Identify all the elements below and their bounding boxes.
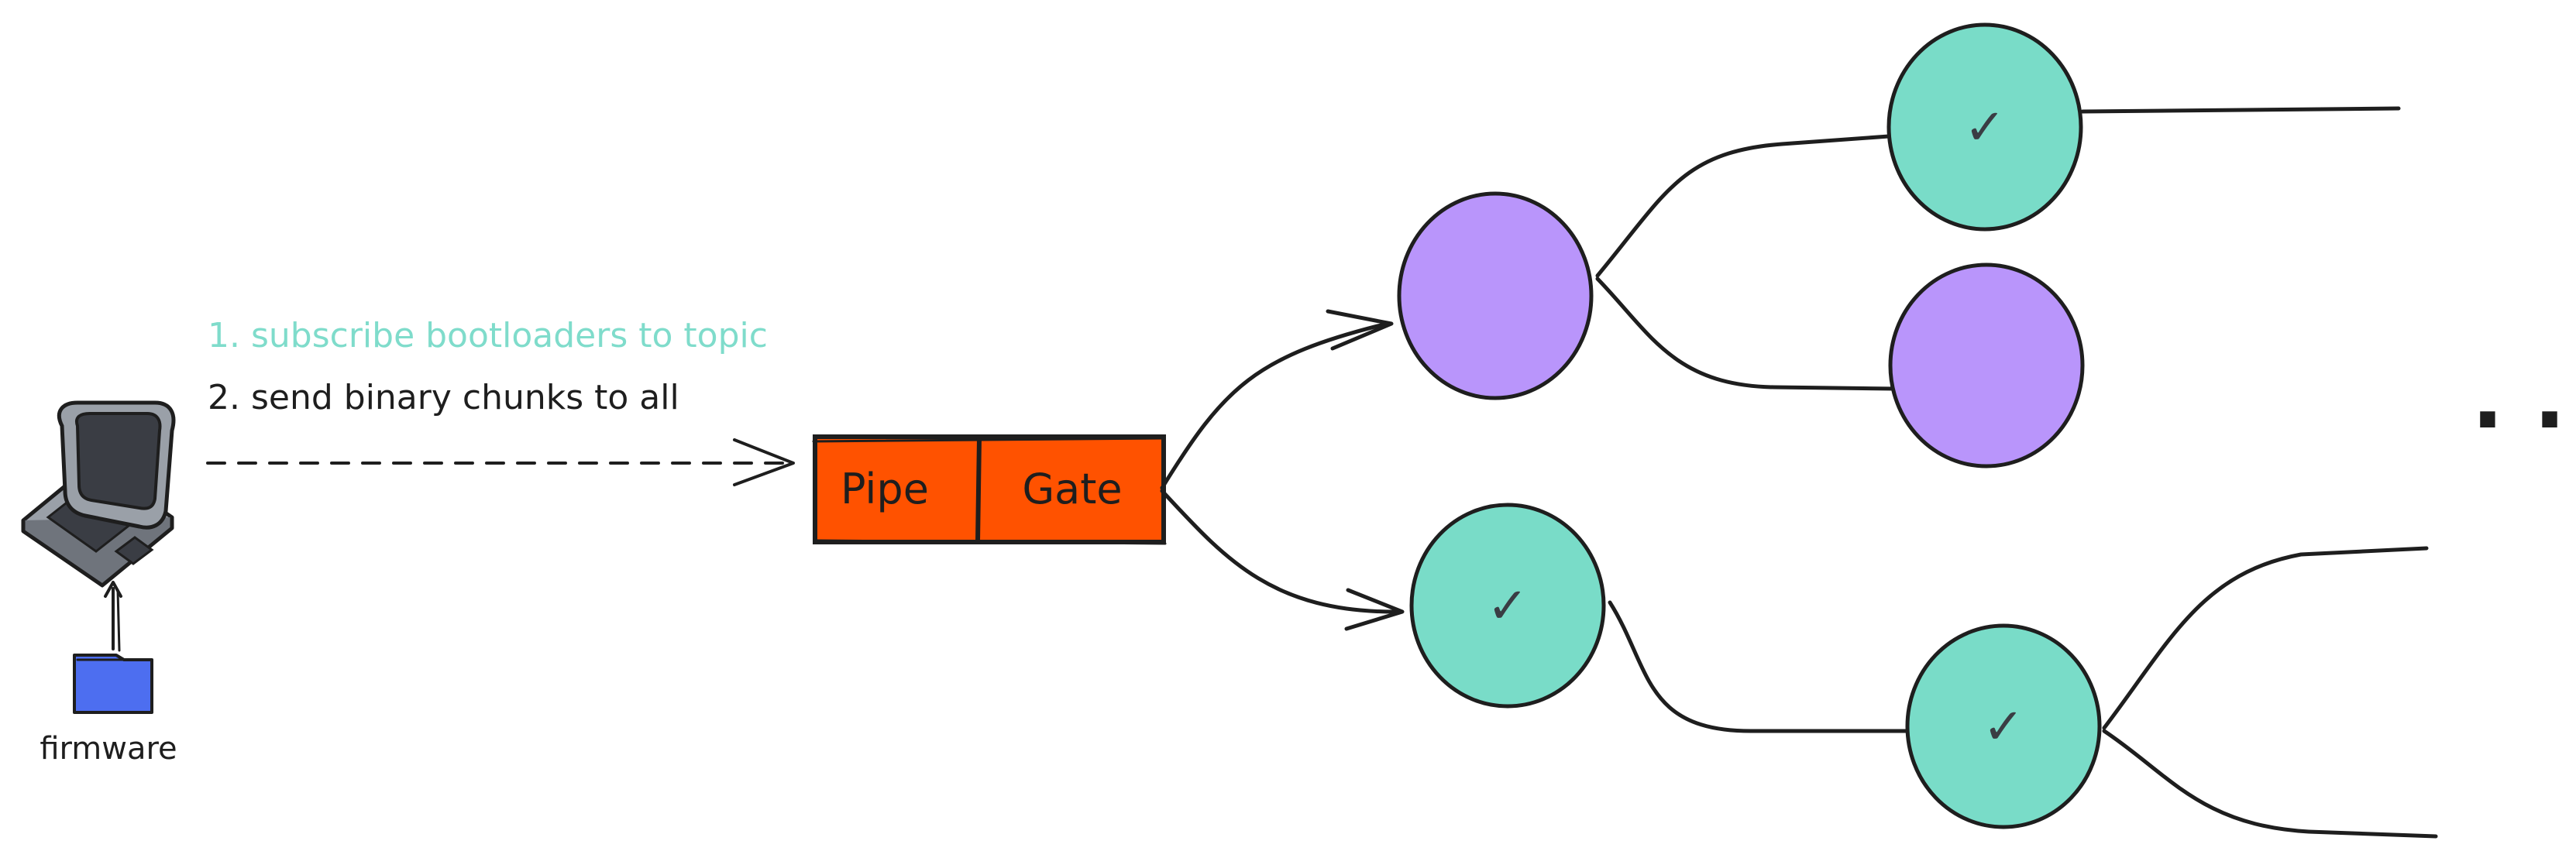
gate-branches — [1160, 309, 1405, 631]
node-teal-root: ✓ — [1409, 503, 1606, 709]
check-icon: ✓ — [1964, 99, 2006, 156]
check-icon: ✓ — [1983, 698, 2024, 756]
step-2-text: 2. send binary chunks to all — [208, 378, 679, 417]
gate-label: Gate — [1022, 465, 1122, 513]
node-upper-purple — [1888, 263, 2085, 468]
folder-to-computer-arrow — [104, 581, 122, 652]
tree-edges — [1595, 106, 2438, 839]
folder-icon — [73, 654, 153, 714]
node-lower-teal: ✓ — [1905, 623, 2102, 829]
check-icon: ✓ — [1487, 578, 1529, 635]
step-1-text: 1. subscribe bootloaders to topic — [208, 316, 768, 355]
ellipsis-label: . . — [2471, 348, 2566, 448]
node-purple-root — [1397, 191, 1594, 400]
dashed-send-arrow — [206, 438, 795, 486]
pipe-gate-box — [812, 434, 1167, 545]
pipe-label: Pipe — [841, 465, 929, 513]
firmware-label: firmware — [40, 731, 177, 767]
computer-icon — [21, 400, 176, 588]
node-upper-teal: ✓ — [1886, 22, 2083, 232]
